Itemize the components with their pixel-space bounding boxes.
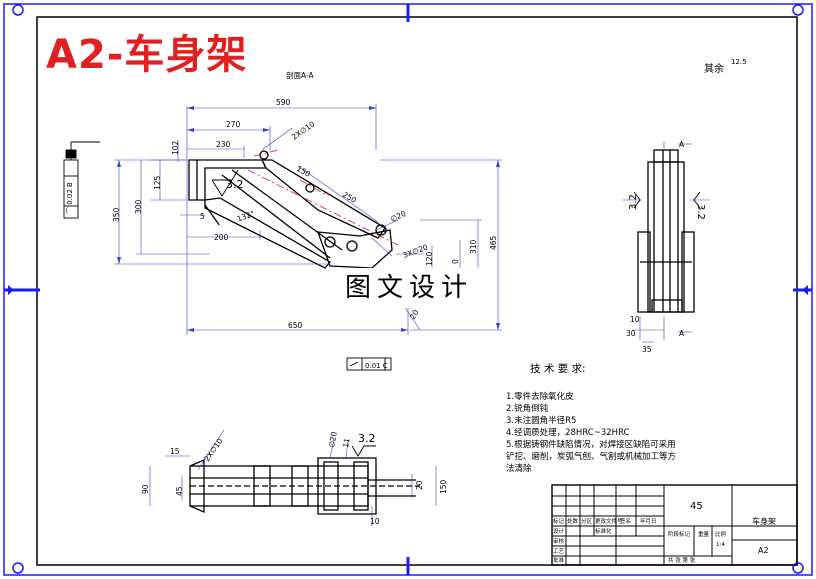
dim-11-top: 11 <box>341 437 352 448</box>
tolerance-frame-2-text: 0.01 C <box>365 362 388 370</box>
dim-30-side: 30 <box>626 329 636 338</box>
dim-20-top: 20 <box>415 480 424 490</box>
tb-label: 重量 <box>698 530 710 538</box>
dim-590: 590 <box>276 98 291 107</box>
tolerance-frame-1 <box>63 141 100 219</box>
dim-150: 150 <box>295 164 312 179</box>
side-roughness-left: 3.2 <box>628 194 639 210</box>
dim-2x10: 2X∅10 <box>290 119 317 141</box>
dimension-lines <box>114 104 502 335</box>
tb-label: 标记 <box>553 517 565 525</box>
tb-label: 阶段标记 <box>668 530 691 538</box>
dim-125: 125 <box>153 175 162 190</box>
tech-req-item: 4.经调质处理，28HRC~32HRC <box>506 427 630 438</box>
title-block-part-name: 车身架 <box>752 516 776 526</box>
dim-120: 120 <box>425 251 434 266</box>
tb-label: 批准 <box>553 556 565 564</box>
dim-250: 250 <box>341 190 358 205</box>
tech-req-item: 5.根据铸钢件缺陷情况，对焊接区缺陷可采用 <box>506 439 676 450</box>
dim-45-top: 45 <box>175 486 184 496</box>
dim-300: 300 <box>134 199 143 214</box>
top-roughness <box>351 445 376 457</box>
title-overlay: A2-车身架 <box>46 32 248 78</box>
tech-req-item: 铲挖、磨削，炭弧气刨、气割或机械加工等方 <box>506 451 676 462</box>
tb-label: 共 张 第 张 <box>668 556 696 564</box>
dim-20r-top: ∅20 <box>327 431 339 449</box>
side-roughness-right: 3.2 <box>695 204 706 220</box>
dim-10-side: 10 <box>630 315 640 324</box>
tb-label: 标准化 <box>595 527 612 535</box>
roughness-mark-1: 3.2 <box>226 178 244 191</box>
front-view <box>188 150 393 269</box>
tech-req-heading: 技 术 要 求: <box>530 362 586 375</box>
dim-200: 200 <box>214 233 229 242</box>
dim-20-bottom: 20 <box>408 308 421 321</box>
dim-650: 650 <box>288 321 303 330</box>
tb-label: 签名 <box>620 517 631 525</box>
tb-label: 年月日 <box>640 517 657 525</box>
dim-0: 0 <box>451 259 460 264</box>
top-view <box>189 457 420 515</box>
dim-102: 102 <box>171 140 180 155</box>
dim-465: 465 <box>489 235 498 250</box>
section-mark-a2: A <box>679 329 685 338</box>
title-block-qty: 45 <box>690 501 703 512</box>
dim-270: 270 <box>226 120 241 129</box>
title-block-drawing-no: A2 <box>758 546 769 555</box>
title-block <box>551 484 798 566</box>
frame-arrows <box>8 285 808 295</box>
tech-req-item: 1.零件去除氧化皮 <box>506 391 574 402</box>
dim-90-top: 90 <box>141 484 150 494</box>
tech-requirements: 技 术 要 求: 1.零件去除氧化皮 2.锐角倒钝 3.未注圆角半径R5 4.经… <box>506 362 676 474</box>
center-lines <box>247 149 401 247</box>
dim-310: 310 <box>469 239 478 254</box>
corner-circles <box>12 4 804 574</box>
roughness-note: 其余 <box>704 62 724 75</box>
dim-150-top: 150 <box>439 479 448 494</box>
dim-20r: ∅20 <box>389 209 408 224</box>
tech-req-item: 法清除 <box>506 463 532 474</box>
tb-label: 设计 <box>553 527 565 535</box>
dim-5: 5 <box>200 212 205 221</box>
dim-350: 350 <box>112 207 121 222</box>
side-roughness <box>633 191 701 209</box>
roughness-value: 12.5 <box>731 58 747 66</box>
side-view-dims <box>622 142 710 343</box>
dim-15-top: 15 <box>170 447 180 456</box>
tb-label: 审核 <box>553 537 565 545</box>
tb-label: 比例 <box>715 530 727 538</box>
side-view <box>637 149 695 313</box>
dim-10-top: 10 <box>370 517 380 526</box>
roughness-symbols <box>211 169 239 197</box>
section-label: 剖面A-A <box>286 70 315 80</box>
tech-req-item: 2.锐角倒钝 <box>506 403 549 414</box>
tb-label: 更改文件号 <box>595 517 623 525</box>
dim-230: 230 <box>216 140 231 149</box>
tb-label: 处数 <box>567 517 579 525</box>
tb-label: 分区 <box>581 517 593 525</box>
tolerance-frame-1-text: ⌒ 0.02 B <box>66 182 74 214</box>
watermark: 图文设计 <box>334 268 484 308</box>
dim-35-side: 35 <box>642 345 652 354</box>
title-block-scale: 1:4 <box>716 542 725 548</box>
dim-2x10-top: 2X∅10 <box>202 437 224 464</box>
tb-label: 工艺 <box>553 548 565 555</box>
roughness-mark-top: 3.2 <box>358 432 376 445</box>
tolerance-frame-2 <box>346 357 392 371</box>
title-block-text: 45 车身架 A2 1:4 标记 处数 分区 更改文件号 签名 年月日 设计 标… <box>553 501 776 564</box>
dim-132: 132° <box>236 209 256 224</box>
dimension-arrows <box>117 106 500 332</box>
section-mark-a: A <box>679 140 685 149</box>
tech-req-item: 3.未注圆角半径R5 <box>506 415 576 426</box>
top-view-dims <box>149 429 437 526</box>
